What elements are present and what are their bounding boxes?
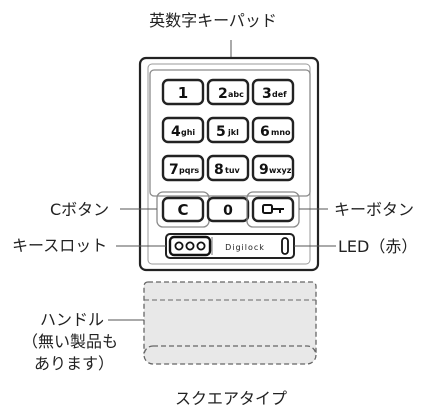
key-5: 5 jkl [206,116,250,144]
handle-label: ハンドル [40,310,104,329]
key-button [251,196,295,223]
svg-text:7: 7 [169,162,179,178]
svg-text:6: 6 [260,124,270,140]
led-label: LED（赤） [338,237,417,256]
c-button: C [161,196,205,223]
svg-text:tuv: tuv [225,166,241,175]
key-7: 7 pqrs [161,154,205,182]
handle-note-line1: （無い製品も [22,332,118,351]
svg-text:abc: abc [228,90,244,99]
svg-text:pqrs: pqrs [179,166,199,175]
handle-note-line2: あります） [34,354,114,373]
svg-text:2: 2 [218,86,228,102]
brand-logo: Digilock [225,243,265,252]
svg-text:1: 1 [178,84,188,102]
keypad-label: 英数字キーパッド [149,11,277,30]
key-icon [262,204,284,214]
c-button-label: Cボタン [50,200,109,219]
key-9: 9 wxyz [251,154,295,182]
key-1: 1 [161,78,205,106]
key-slot-label: キースロット [12,236,107,255]
key-0: 0 [206,196,250,223]
handle [143,281,317,357]
key-6: 6 mno [251,116,295,144]
svg-text:8: 8 [214,162,224,178]
caption: スクエアタイプ [175,389,287,408]
svg-text:jkl: jkl [227,128,239,137]
svg-text:C: C [177,201,188,219]
svg-text:mno: mno [271,128,291,137]
key-4: 4 ghi [161,116,205,144]
svg-text:4: 4 [171,124,181,140]
svg-text:5: 5 [216,124,226,140]
svg-text:3: 3 [262,86,272,102]
key-8: 8 tuv [206,154,250,182]
led-indicator [281,237,289,255]
svg-text:def: def [272,90,287,99]
key-button-label: キーボタン [334,200,414,219]
handle-grip [143,345,317,365]
svg-text:9: 9 [259,162,269,178]
svg-text:wxyz: wxyz [269,166,292,175]
svg-text:ghi: ghi [181,128,195,137]
key-3: 3 def [251,78,295,106]
key-slot [168,235,212,257]
key-2: 2 abc [206,78,250,106]
svg-text:0: 0 [223,203,233,219]
keypad-highlight [149,69,311,197]
